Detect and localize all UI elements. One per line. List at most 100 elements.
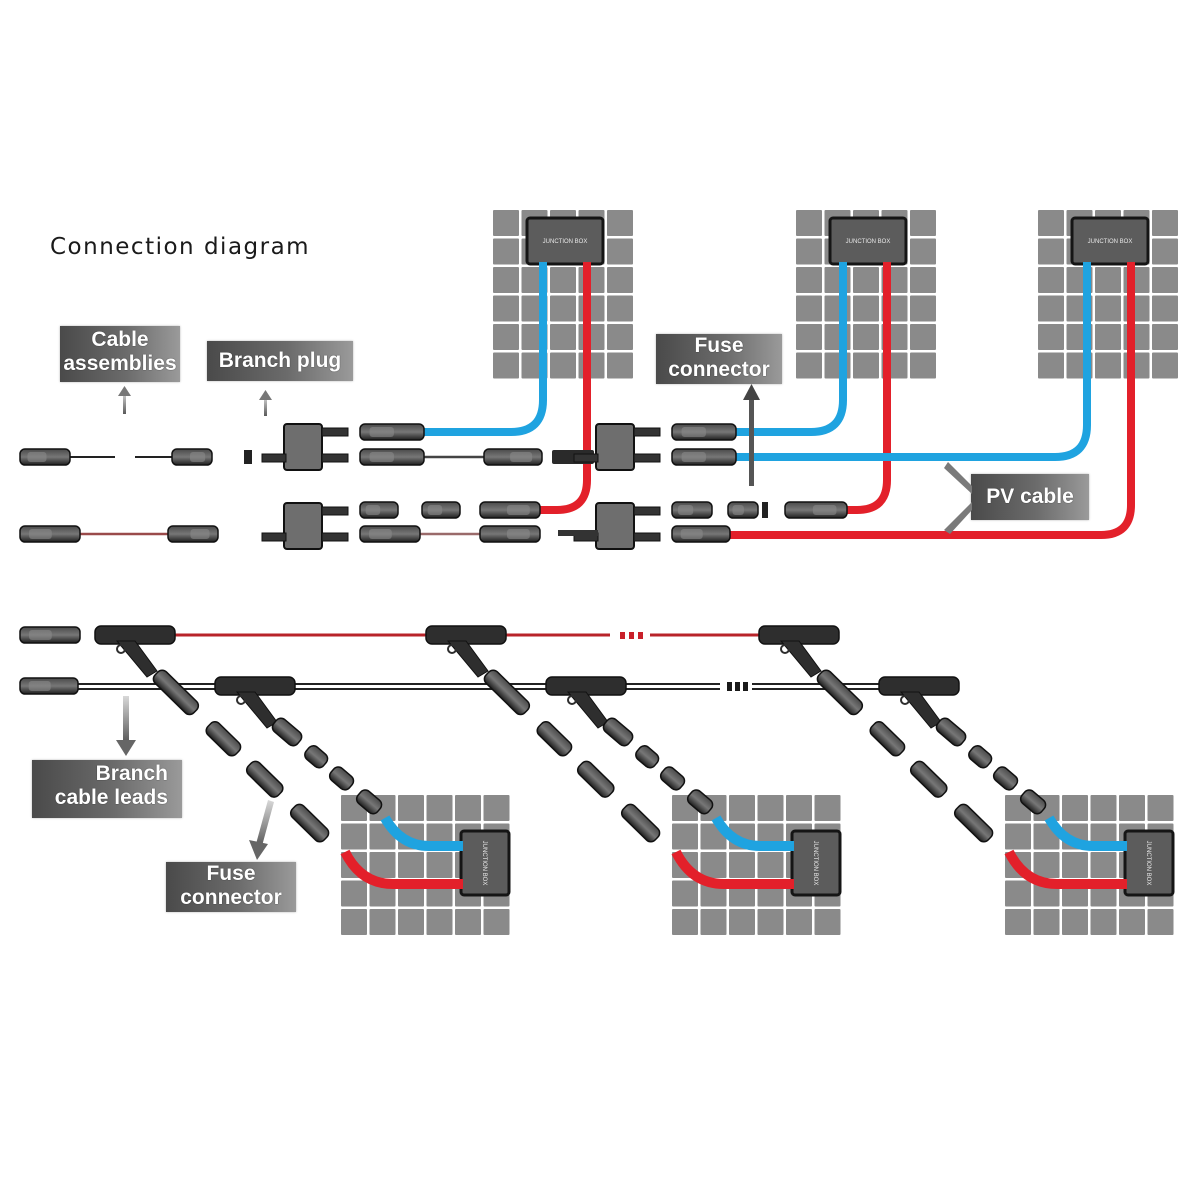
fuse-connector	[245, 760, 284, 798]
connector-highlight	[732, 505, 744, 515]
panel-cell	[398, 909, 424, 935]
connector-highlight	[680, 529, 703, 539]
panel-cell	[1147, 795, 1174, 821]
panel-cell	[578, 295, 605, 322]
label-line: Fuse	[206, 862, 256, 885]
top-connectors	[19, 423, 848, 550]
connector-highlight	[369, 427, 394, 437]
panel-cell	[910, 210, 936, 236]
mc4-connector	[483, 448, 543, 466]
arrow-shaft	[123, 696, 129, 742]
panel-cell	[729, 909, 755, 935]
junction-box-body	[525, 216, 605, 266]
panel-cell	[1095, 295, 1121, 322]
panel-cell	[455, 795, 481, 821]
t-branch-leg	[446, 640, 489, 678]
branch-plug-pin	[573, 453, 599, 463]
connector-highlight	[29, 630, 52, 640]
t-branch-connector	[425, 625, 507, 678]
fuse-connector	[576, 760, 615, 798]
mc4-connector	[19, 626, 81, 644]
pointer-arrow	[944, 462, 972, 494]
panel-cell	[578, 324, 605, 350]
label-line: Branch plug	[218, 349, 342, 372]
panel-cell	[550, 324, 576, 350]
junction-box-body	[790, 829, 842, 897]
mc4-connector	[479, 525, 541, 543]
t-branch-connector	[94, 625, 176, 678]
label-line: Cable	[91, 328, 149, 351]
panel-cell	[796, 210, 822, 236]
panel-cell	[369, 852, 396, 878]
panel-cell	[398, 852, 424, 878]
panel-cell	[786, 795, 812, 821]
mc4-connector	[479, 501, 541, 519]
branch-plug-pin	[321, 427, 349, 437]
t-branch-leg	[115, 640, 158, 678]
junction-box-label: JUNCTION BOX	[1145, 841, 1151, 886]
junction-box-label: JUNCTION BOX	[481, 841, 487, 886]
panel-cell	[1152, 267, 1178, 293]
positive-cable	[540, 262, 591, 514]
junction-box-label: JUNCTION BOX	[846, 239, 891, 245]
positive-cable	[671, 849, 794, 889]
panel-cell	[796, 324, 822, 350]
panel-cell	[426, 795, 453, 821]
branch-lead	[816, 669, 994, 843]
panel-cell	[1095, 324, 1121, 350]
panel-cell	[729, 852, 755, 878]
label-line: connector	[668, 358, 770, 381]
mc4-connector	[620, 803, 661, 843]
diagram-title: Connection diagram	[50, 234, 311, 260]
junction-box-body	[459, 829, 511, 897]
mc4-connector	[304, 745, 329, 769]
mc4-connector	[421, 501, 461, 519]
label-fuse-connector-bottom: Fuse connector	[166, 862, 296, 912]
junction-box: JUNCTION BOX	[790, 829, 842, 897]
junction-box: JUNCTION BOX	[1070, 216, 1150, 266]
mc4-connector	[671, 525, 731, 543]
panel-cell	[1038, 324, 1064, 350]
negative-cable	[420, 262, 547, 436]
panel-cell	[607, 210, 633, 236]
branch-lead	[271, 717, 383, 815]
fuse-connector	[659, 766, 686, 791]
mc4-connector	[19, 677, 79, 695]
connector-highlight	[510, 452, 533, 462]
panel-cell	[550, 267, 576, 293]
connector-highlight	[27, 452, 47, 462]
connector-highlight	[427, 505, 443, 515]
panel-cell	[493, 352, 519, 379]
panel-cell	[757, 795, 784, 821]
junction-box: JUNCTION BOX	[1123, 829, 1175, 897]
panel-cell	[1062, 909, 1088, 935]
mc4-connector	[784, 501, 848, 519]
mc4-connector	[359, 501, 399, 519]
panel-cell	[1005, 823, 1031, 850]
branch-plug-pin	[321, 453, 349, 463]
branch-plug-body	[283, 502, 323, 550]
label-line: Fuse	[694, 334, 744, 357]
branch-plug-pin	[633, 506, 661, 516]
branch-plug-body	[595, 423, 635, 471]
panel-cell	[550, 352, 576, 379]
branch-plug-pin	[261, 453, 287, 463]
mc4-connector	[869, 721, 906, 757]
arrow-shaft	[123, 392, 126, 414]
panel-cell	[607, 324, 633, 350]
panel-cell	[493, 324, 519, 350]
mc4-connector	[271, 717, 303, 747]
arrow-shaft	[749, 396, 754, 486]
panel-cell	[578, 352, 605, 379]
mc4-connector	[1019, 789, 1047, 815]
label-fuse-connector-top: Fuse connector	[656, 334, 782, 384]
callout-arrows-bottom	[116, 696, 274, 860]
panel-cell	[1152, 352, 1178, 379]
panel-cell	[1095, 352, 1121, 379]
positive-cable	[845, 262, 891, 514]
panel-cell	[786, 909, 812, 935]
panel-cell	[796, 352, 822, 379]
t-branch-loop	[236, 695, 246, 705]
top-cables	[70, 262, 1135, 539]
branch-plug-pin	[633, 532, 661, 542]
